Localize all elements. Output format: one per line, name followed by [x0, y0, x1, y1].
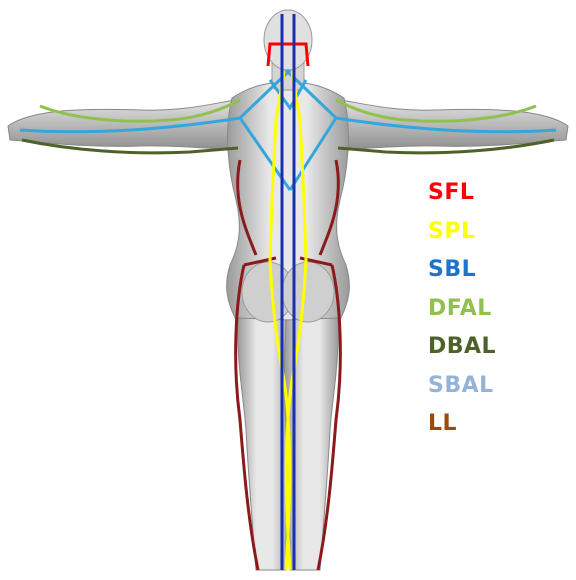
legend-item-dfal: DFAL	[428, 290, 568, 329]
legend-item-sfl: SFL	[428, 174, 568, 213]
legend-item-spl: SPL	[428, 213, 568, 252]
legend-item-ll: LL	[428, 405, 568, 444]
legend-item-sbal: SBAL	[428, 367, 568, 406]
legend-item-dbal: DBAL	[428, 328, 568, 367]
legend-item-sbl: SBL	[428, 251, 568, 290]
